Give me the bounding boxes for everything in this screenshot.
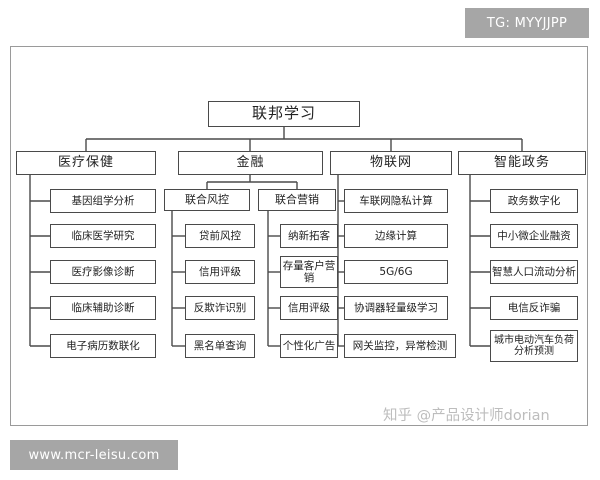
healthcare-item: 临床医学研究 xyxy=(50,224,156,248)
government-item: 智慧人口流动分析 xyxy=(490,260,578,284)
government-item: 中小微企业融资 xyxy=(490,224,578,248)
risk-control-item: 反欺诈识别 xyxy=(185,296,255,320)
risk-control-item: 贷前风控 xyxy=(185,224,255,248)
risk-control-item: 信用评级 xyxy=(185,260,255,284)
subgroup-joint-marketing: 联合营销 xyxy=(258,189,336,211)
marketing-item: 存量客户营销 xyxy=(280,256,338,288)
healthcare-item: 医疗影像诊断 xyxy=(50,260,156,284)
healthcare-item: 电子病历数联化 xyxy=(50,334,156,358)
iot-item: 5G/6G xyxy=(344,260,448,284)
category-healthcare: 医疗保健 xyxy=(16,151,156,175)
risk-control-item: 黑名单查询 xyxy=(185,334,255,358)
iot-item: 车联网隐私计算 xyxy=(344,189,448,213)
iot-item: 边缘计算 xyxy=(344,224,448,248)
category-iot: 物联网 xyxy=(330,151,452,175)
healthcare-item: 基因组学分析 xyxy=(50,189,156,213)
root-node: 联邦学习 xyxy=(208,101,360,127)
iot-item: 协调器轻量级学习 xyxy=(344,296,448,320)
healthcare-item: 临床辅助诊断 xyxy=(50,296,156,320)
bottom-left-badge: www.mcr-leisu.com xyxy=(10,440,178,470)
top-right-badge: TG: MYYJJPP xyxy=(465,8,589,38)
category-finance: 金融 xyxy=(178,151,323,175)
marketing-item: 个性化广告 xyxy=(280,334,338,358)
category-government: 智能政务 xyxy=(458,151,586,175)
government-item: 电信反诈骗 xyxy=(490,296,578,320)
watermark-text: 知乎 @产品设计师dorian xyxy=(383,408,550,424)
subgroup-joint-risk-control: 联合风控 xyxy=(164,189,250,211)
iot-item: 网关监控，异常检测 xyxy=(344,334,456,358)
government-item: 城市电动汽车负荷分析预测 xyxy=(490,330,578,362)
marketing-item: 纳新拓客 xyxy=(280,224,338,248)
marketing-item: 信用评级 xyxy=(280,296,338,320)
government-item: 政务数字化 xyxy=(490,189,578,213)
